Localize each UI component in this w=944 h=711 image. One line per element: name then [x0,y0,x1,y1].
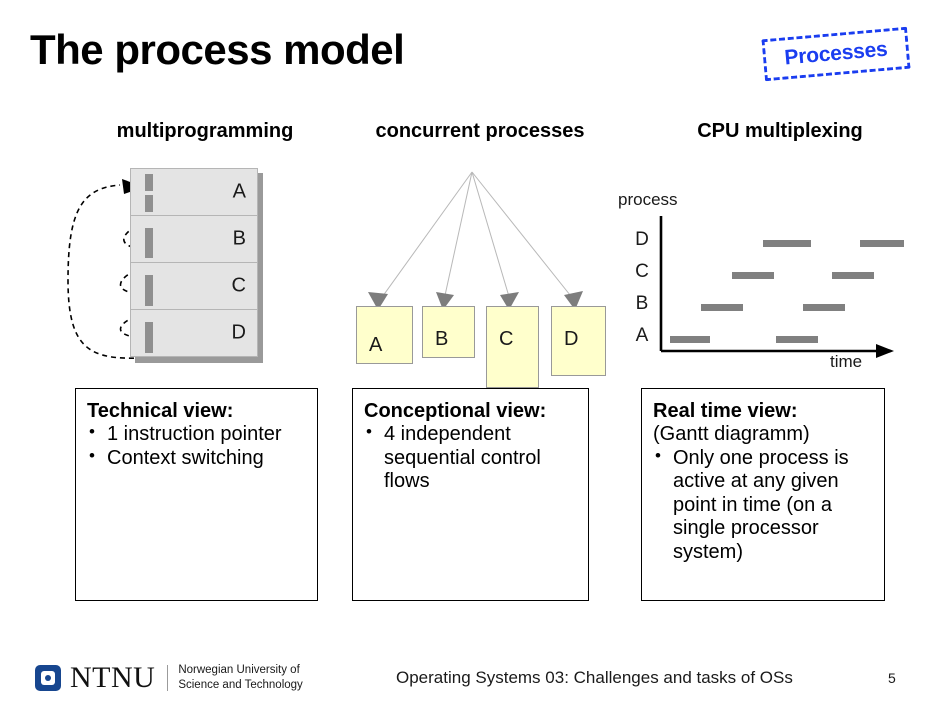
fanout-line-c [471,171,511,301]
process-box-a[interactable]: A [356,306,413,364]
view-box-title: Conceptional view: [364,400,547,422]
memory-block-c[interactable]: C [130,262,258,309]
process-box-label: B [435,328,449,350]
column-header-multiprogramming: multiprogramming [116,120,294,142]
view-box-subtitle: (Gantt diagramm) [653,423,810,445]
list-item: 1 instruction pointer [87,422,308,447]
view-box-title: Real time view: [653,400,798,422]
view-box-bullet-list: 1 instruction pointer Context switching [87,422,308,471]
memory-block-label: C [231,274,246,297]
process-box-b[interactable]: B [422,306,475,358]
concurrent-processes-diagram: A B C D [330,160,620,388]
process-box-label: A [369,334,383,356]
fanout-arrowhead-d [564,291,583,310]
footer-course-text: Operating Systems 03: Challenges and tas… [396,668,793,687]
conceptional-view-box: Conceptional view: 4 independent sequent… [352,388,589,601]
process-box-label: C [499,328,514,350]
processes-stamp-badge: Processes [761,26,911,82]
ntnu-subtitle: Norwegian University of Science and Tech… [178,663,302,692]
gantt-axes [659,216,894,358]
instruction-bar-c [145,275,153,306]
gantt-ytick-d: D [635,229,649,250]
gantt-x-axis-arrowhead [876,344,894,358]
gantt-x-axis-label: time [830,352,863,371]
page-title: The process model [30,26,405,73]
gantt-bar-c2 [832,272,874,279]
view-box-bullet-list: 4 independent sequential control flows [364,422,579,494]
instruction-bar-a-lower [145,195,153,212]
fanout-arrowhead-c [500,292,519,310]
gantt-bar-c1 [732,272,774,279]
list-item: Context switching [87,446,308,471]
multiprogramming-diagram: A B C D [60,160,320,365]
gantt-y-axis-label: process [618,190,678,209]
column-header-concurrent-processes: concurrent processes [375,120,585,142]
view-box-title: Technical view: [87,400,234,422]
memory-block-label: B [232,227,246,250]
fanout-line-d [471,171,575,301]
instruction-bar-b [145,228,153,258]
memory-block-b[interactable]: B [130,215,258,262]
fanout-arrowhead-b [436,292,454,310]
memory-block-a[interactable]: A [130,168,258,215]
ntnu-subtitle-line2: Science and Technology [178,679,303,691]
memory-block-label: A [232,180,246,203]
switch-path-c-d [119,312,145,338]
instruction-bar-a-upper [145,174,153,191]
gantt-bar-d1 [763,240,811,247]
view-box-bullet-list: Only one process is active at any given … [653,446,875,565]
page-number: 5 [888,670,896,686]
process-box-d[interactable]: D [551,306,606,376]
ntnu-mark-inner [41,671,55,685]
logo-divider [167,665,169,691]
gantt-ytick-a: A [635,325,649,346]
cpu-multiplexing-gantt-chart: process time D C B A [612,190,932,385]
gantt-bar-b2 [803,304,845,311]
memory-block-label: D [231,321,246,344]
gantt-bar-b1 [701,304,743,311]
ntnu-mark-dot [45,675,51,681]
ntnu-logo: NTNU Norwegian University of Science and… [35,661,303,695]
ntnu-mark-icon [35,665,61,691]
fanout-line-b [443,171,473,301]
technical-view-box: Technical view: 1 instruction pointer Co… [75,388,318,601]
list-item: Only one process is active at any given … [653,446,875,565]
memory-block-stack: A B C D [130,168,263,363]
ntnu-subtitle-line1: Norwegian University of [178,664,300,677]
instruction-bar-d [145,322,153,353]
return-loop-path [67,184,144,360]
fanout-arrowhead-a [368,292,388,310]
gantt-bar-a1 [670,336,710,343]
switch-path-b-c [119,266,145,294]
list-item: 4 independent sequential control flows [364,422,579,494]
gantt-ytick-c: C [635,261,649,282]
memory-block-d[interactable]: D [130,309,258,357]
real-time-view-box: Real time view: (Gantt diagramm) Only on… [641,388,885,601]
column-header-cpu-multiplexing: CPU multiplexing [697,120,863,142]
stamp-label: Processes [783,37,889,70]
ntnu-wordmark: NTNU [70,661,156,694]
gantt-bar-a2 [776,336,818,343]
gantt-ytick-b: B [635,293,649,314]
process-box-c[interactable]: C [486,306,539,388]
process-box-label: D [564,328,579,350]
gantt-bar-d2 [860,240,904,247]
slide-footer: NTNU Norwegian University of Science and… [0,649,944,711]
fanout-line-a [379,171,473,301]
